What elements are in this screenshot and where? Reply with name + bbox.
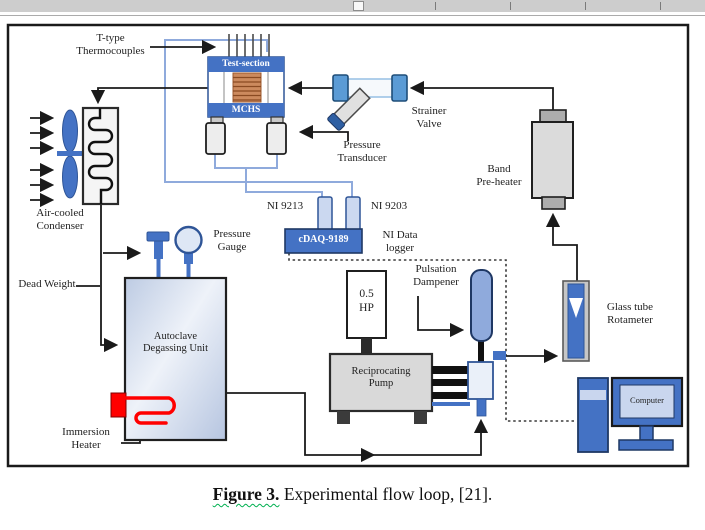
pipe-preheater-to-valve [409, 80, 554, 110]
ruler-bar [0, 0, 705, 12]
label-glass-tube-rotameter: Glass tube Rotameter [606, 301, 654, 326]
strainer-cap [327, 113, 345, 131]
mchs-fins [233, 76, 261, 101]
immersion-heater-coil [124, 396, 176, 425]
gauge-pipe [186, 264, 191, 278]
dampener-stem [478, 340, 484, 364]
test-section-top-band [208, 57, 284, 72]
pump-body [328, 352, 434, 413]
preheater-body [531, 121, 574, 199]
indent-marker-icon[interactable] [353, 1, 364, 11]
pipe-autoclave-to-pump [226, 392, 489, 456]
label-immersion-heater: Immersion Heater [62, 426, 110, 451]
transducer-wire-left [214, 154, 323, 198]
signal-wires [164, 39, 353, 198]
valve-flange-right [391, 74, 408, 102]
ruler-tick [585, 2, 586, 10]
valve-flange-left [332, 74, 349, 102]
preheater-bottom-cap [541, 196, 566, 210]
label-band-preheater: Band Pre-heater [476, 163, 522, 188]
gauge-stem [184, 252, 193, 264]
figure-caption: Figure 3. Experimental flow loop, [21]. [0, 484, 705, 505]
label-ni-9213: NI 9213 [266, 200, 304, 212]
transducer-pointer [298, 124, 349, 141]
thermocouple-wire [164, 39, 353, 198]
air-cooled-condenser [57, 106, 120, 206]
ruler-tick [660, 2, 661, 10]
label-test-section: Test-section [222, 58, 270, 69]
inlet-connector [476, 398, 487, 417]
pump-line [432, 402, 470, 406]
pressure-transducer-right [266, 122, 287, 155]
computer-tower [577, 377, 609, 453]
data-cable-dashed [288, 253, 576, 422]
pressure-transducer-left [205, 122, 226, 155]
pump-head [467, 361, 494, 400]
test-section [205, 56, 287, 155]
immersion-heater-block [110, 392, 127, 418]
t-valve-pipe [156, 259, 161, 278]
pump-foot [337, 411, 350, 424]
label-autoclave: Autoclave Degassing Unit [142, 331, 209, 355]
label-mchs: MCHS [231, 104, 261, 115]
rotameter-fluid [567, 283, 585, 359]
figure-number: Figure 3. [212, 484, 280, 504]
pipe-testsection-to-condenser [90, 87, 208, 105]
motor-shaft [361, 338, 372, 355]
outlet-connector [493, 351, 506, 360]
t-valve-stem [154, 241, 163, 259]
tower-drive-bay [580, 390, 606, 400]
pipe-rotameter-to-preheater [545, 212, 578, 283]
band-preheater [531, 109, 574, 210]
label-strainer-valve: Strainer Valve [411, 105, 447, 130]
monitor-stand [639, 425, 654, 441]
dampener-pointer [417, 296, 465, 338]
autoclave-vessel [123, 276, 228, 442]
rotameter-float-icon [569, 298, 583, 318]
pipe-condenser-to-autoclave [100, 203, 119, 353]
pulsation-dampener-vessel [470, 269, 493, 342]
glass-tube-rotameter [562, 280, 590, 362]
label-ni-data-logger: NI Data logger [382, 229, 418, 254]
fan-hub [57, 151, 83, 156]
ruler-edge-line [0, 15, 705, 16]
ruler-tick [435, 2, 436, 10]
pressure-gauge-icon [174, 225, 203, 255]
figure-caption-text: Experimental flow loop, [21]. [279, 484, 493, 504]
label-ni-9203: NI 9203 [370, 200, 408, 212]
piston-rod [432, 366, 470, 374]
piston-rod [432, 392, 470, 399]
autoclave-fittings [146, 225, 203, 278]
label-reciprocating-pump: Reciprocating Pump [351, 366, 411, 390]
label-pressure-gauge: Pressure Gauge [213, 228, 251, 253]
computer-station [577, 376, 684, 453]
condenser-coil [87, 108, 114, 204]
label-dead-weight: Dead Weight [18, 278, 76, 290]
cdaq-chassis [284, 228, 363, 254]
label-t-type-thermocouples: T-type Thermocouples [76, 32, 145, 57]
t-valve-icon [146, 231, 170, 242]
pump-assembly [328, 269, 506, 424]
fan-blade-icon [62, 155, 78, 199]
label-motor-power: 0.5 HP [359, 288, 374, 314]
label-pulsation-dampener: Pulsation Dampener [413, 263, 459, 288]
strainer-valve [327, 74, 408, 131]
thermocouple-bundle [228, 34, 270, 57]
pump-foot [414, 411, 427, 424]
piping [30, 39, 578, 463]
ni-9213-module [317, 196, 333, 232]
monitor-screen [619, 384, 675, 419]
label-pressure-transducer: Pressure Transducer [337, 139, 387, 164]
label-computer: Computer [630, 395, 664, 405]
transducer-wire-right [246, 154, 278, 169]
fan-blade-icon [62, 109, 78, 153]
ruler-tick [510, 2, 511, 10]
test-section-bottom-band [208, 103, 284, 117]
label-air-cooled-condenser: Air-cooled Condenser [36, 207, 84, 232]
piston-rod [432, 379, 470, 386]
monitor-base [618, 439, 674, 451]
label-cdaq-9189: cDAQ-9189 [298, 234, 349, 245]
ni-9203-module [345, 196, 361, 232]
